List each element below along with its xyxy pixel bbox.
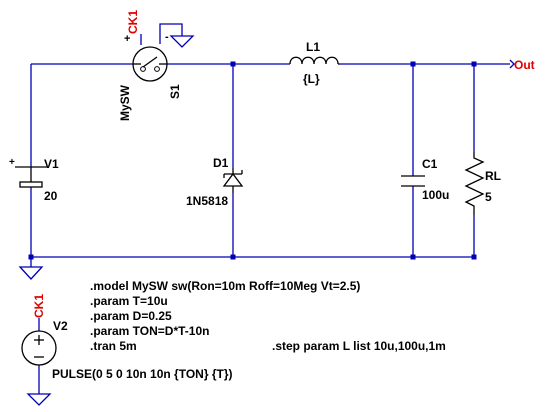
directive-param-t[interactable]: .param T=10u [90,294,168,308]
switch-name-label: S1 [168,84,182,99]
capacitor-name-label: C1 [422,157,438,171]
directive-model[interactable]: .model MySW sw(Ron=10m Roff=10Meg Vt=2.5… [90,279,360,293]
resistor-value-label: 5 [485,190,492,204]
switch-s1[interactable] [132,46,168,82]
junction-dot [471,254,477,260]
directive-tran[interactable]: .tran 5m [90,339,137,353]
switch-control-label: CK1 [126,10,140,34]
ground-icon [26,393,52,406]
junction-dot [230,254,236,260]
switch-minus-label: - [165,31,169,43]
directive-param-ton[interactable]: .param TON=D*T-10n [90,324,209,338]
junction-dot [410,254,416,260]
output-net-label[interactable]: Out [514,58,535,72]
capacitor-value-label: 100u [422,188,449,202]
ground-icon [169,35,195,48]
output-flag-icon [509,59,515,69]
inductor-l1[interactable] [289,56,340,65]
diode-name-label: D1 [213,156,229,170]
inductor-name-label: L1 [306,40,320,54]
capacitor-c1[interactable] [401,175,425,187]
v1-name-label: V1 [44,157,59,171]
diode-model-label: 1N5818 [186,194,228,208]
diode-d1[interactable] [222,168,244,193]
inductor-value-label: {L} [303,72,320,86]
junction-dot [28,254,34,260]
resistor-rl[interactable] [464,152,485,215]
junction-dot [410,61,416,67]
wires [30,23,510,394]
v2-pulse-label: PULSE(0 5 0 10n 10n {TON} {T}) [52,367,233,381]
switch-plus-label: + [124,33,130,45]
v2-control-label: CK1 [32,294,46,318]
battery-icon[interactable]: + [9,157,47,188]
directive-step[interactable]: .step param L list 10u,100u,1m [272,339,446,353]
junction-dot [230,61,236,67]
switch-model-label: MySW [118,84,132,121]
resistor-name-label: RL [485,169,501,183]
v2-name-label: V2 [53,319,68,333]
directive-param-d[interactable]: .param D=0.25 [90,309,172,323]
v1-value-label: 20 [44,189,58,203]
junctions [28,61,477,260]
junction-dot [471,61,477,67]
ground-icon [18,266,44,280]
ac-source-icon[interactable] [21,330,57,366]
wire-switch-ground [159,23,183,44]
v1-plus-sign: + [9,157,15,168]
spice-directives: .model MySW sw(Ron=10m Roff=10Meg Vt=2.5… [90,279,446,353]
